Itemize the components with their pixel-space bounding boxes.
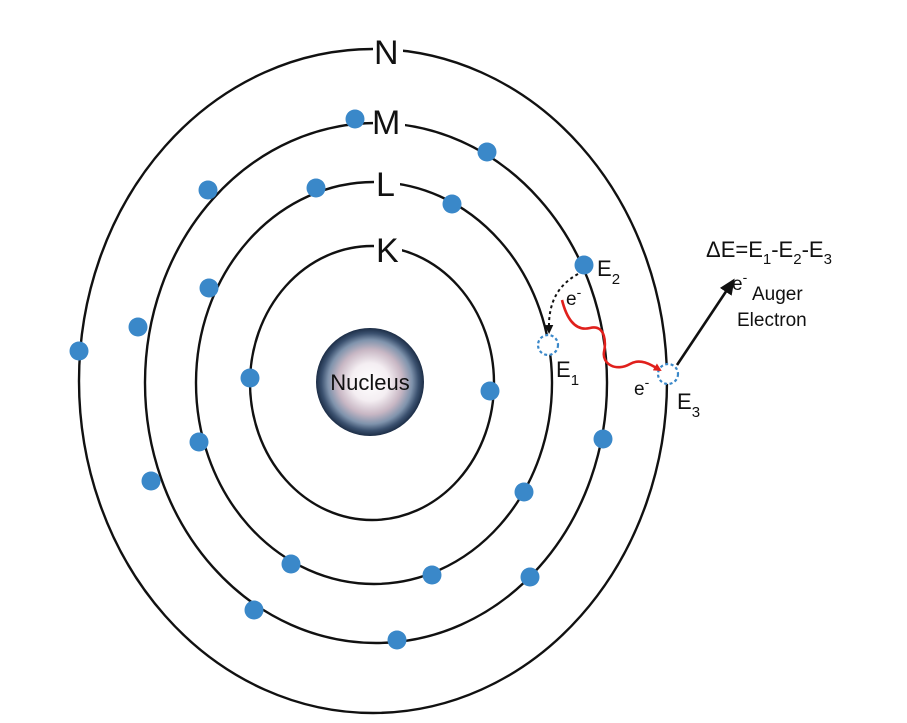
electron	[128, 317, 148, 337]
label-e1: E1	[556, 357, 579, 389]
vacancy-e1	[536, 333, 560, 357]
electron	[480, 381, 500, 401]
label-e2: E2	[597, 256, 620, 288]
electron	[141, 471, 161, 491]
electron	[189, 432, 209, 452]
vacancy-e3	[656, 362, 680, 386]
label-transition-electron: e-	[566, 284, 582, 310]
transition-arrow	[544, 273, 579, 334]
electron	[477, 142, 497, 162]
electron	[514, 482, 534, 502]
electron	[281, 554, 301, 574]
auger-caption-line1: Auger	[752, 284, 803, 305]
electron	[422, 565, 442, 585]
label-e3: E3	[677, 389, 700, 421]
electron	[387, 630, 407, 650]
shell-label-n: N	[374, 34, 399, 72]
electron	[520, 567, 540, 587]
shell-label-l: L	[376, 166, 395, 204]
electron	[345, 109, 365, 129]
label-ejected-electron: e-	[634, 374, 650, 400]
electron-e2	[574, 255, 594, 275]
electron	[198, 180, 218, 200]
electron	[240, 368, 260, 388]
shell-label-k: K	[376, 232, 399, 270]
nucleus	[316, 328, 424, 436]
electron	[199, 278, 219, 298]
auger-caption-line2: Electron	[737, 310, 807, 331]
shell-label-m: M	[372, 104, 400, 142]
nucleus-label: Nucleus	[330, 370, 409, 395]
electron	[442, 194, 462, 214]
energy-transfer-arrow	[560, 299, 662, 372]
electron	[306, 178, 326, 198]
electron	[593, 429, 613, 449]
energy-equation: ΔE=E1-E2-E3	[706, 237, 832, 268]
electron	[69, 341, 89, 361]
electron	[244, 600, 264, 620]
label-auger-electron-symbol: e-	[732, 269, 748, 295]
auger-emission-arrow	[675, 278, 735, 366]
